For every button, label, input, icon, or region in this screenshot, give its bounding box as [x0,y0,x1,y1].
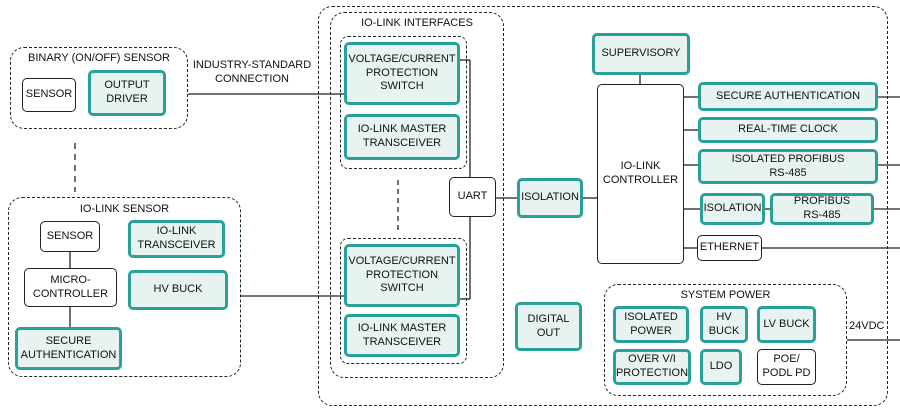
binary-sensor-group [10,47,188,129]
binary-sensor-block: SENSOR [22,78,76,112]
isolated-profibus-block: ISOLATED PROFIBUS RS-485 [698,149,878,184]
sensor-secure-authentication-block: SECURE AUTHENTICATION [15,327,122,370]
system-power-group-title: SYSTEM POWER [680,289,771,301]
iolink-port-bottom-group [340,238,467,364]
iolink-master-transceiver-bottom: IO-LINK MASTER TRANSCEIVER [344,314,460,357]
lv-buck-block: LV BUCK [757,306,816,343]
voltage-current-protection-switch-bottom: VOLTAGE/CURRENT PROTECTION SWITCH [344,244,460,307]
iolink-port-top-group [340,36,467,169]
real-time-clock-block: REAL-TIME CLOCK [698,117,878,143]
power-hv-buck-block: HV BUCK [700,306,748,343]
iolink-controller-block: IO-LINK CONTROLLER [597,84,684,264]
iolink-sensor-block: SENSOR [40,221,100,252]
sensor-hv-buck-block: HV BUCK [128,270,228,310]
output-driver-block: OUTPUT DRIVER [88,70,166,116]
iolink-sensor-group-title: IO-LINK SENSOR [79,203,170,215]
profibus-block: PROFIBUS RS-485 [770,193,874,225]
secure-authentication-block: SECURE AUTHENTICATION [698,82,878,111]
iolink-sensor-group [8,197,241,377]
isolation-small-block: ISOLATION [700,193,765,225]
system-power-group [604,284,847,396]
iolink-transceiver-block: IO-LINK TRANSCEIVER [128,220,225,258]
iolink-interfaces-group-title: IO-LINK INTERFACES [361,17,473,29]
iolink-master-transceiver-top: IO-LINK MASTER TRANSCEIVER [344,114,460,160]
over-vi-protection-block: OVER V/I PROTECTION [613,349,691,385]
voltage-current-protection-switch-top: VOLTAGE/CURRENT PROTECTION SWITCH [344,42,460,105]
industry-connection-label: INDUSTRY-STANDARD CONNECTION [192,59,312,85]
voltage-24vdc-label: 24VDC [849,320,885,332]
uart-block: UART [449,177,496,217]
main-system-boundary [318,6,888,406]
ethernet-block: ETHERNET [697,235,762,261]
microcontroller-block: MICRO- CONTROLLER [24,268,117,307]
digital-out-block: DIGITAL OUT [515,302,582,351]
ldo-block: LDO [700,349,742,385]
isolated-power-block: ISOLATED POWER [613,306,689,343]
binary-sensor-group-title: BINARY (ON/OFF) SENSOR [27,52,170,64]
poe-podl-pd-block: POE/ PODL PD [757,349,816,385]
isolation-main-block: ISOLATION [517,178,583,218]
supervisory-block: SUPERVISORY [592,33,690,75]
iolink-interfaces-group [330,12,504,378]
